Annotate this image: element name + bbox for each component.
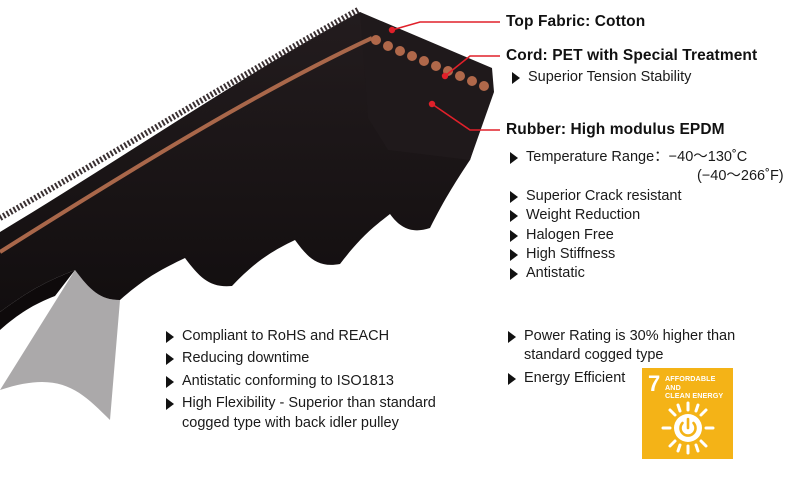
- top-fabric-layer: [0, 7, 360, 221]
- list-item: Antistatic: [510, 264, 784, 283]
- triangle-bullet-icon: [166, 353, 174, 366]
- sdg-label: AFFORDABLE AND CLEAN ENERGY: [665, 374, 724, 401]
- list-item: Energy Efficient: [508, 369, 735, 388]
- triangle-bullet-icon: [510, 249, 518, 262]
- sdg7-badge: 7 AFFORDABLE AND CLEAN ENERGY: [642, 368, 733, 459]
- belt-teeth: [0, 270, 120, 420]
- rubber-feature-list: Temperature Range：−40～130˚C (−40～266˚F) …: [510, 148, 784, 284]
- triangle-bullet-icon: [166, 331, 174, 343]
- sdg-number: 7: [648, 371, 661, 396]
- triangle-bullet-icon: [166, 375, 174, 388]
- triangle-bullet-icon: [510, 229, 518, 242]
- triangle-bullet-icon: [508, 331, 516, 343]
- list-item: High Stiffness: [510, 245, 784, 264]
- cord-feature-list: Superior Tension Stability: [512, 68, 691, 87]
- callout-rubber: Rubber: High modulus EPDM: [506, 121, 725, 138]
- list-item: Halogen Free: [510, 226, 784, 245]
- callout-top-fabric: Top Fabric: Cotton: [506, 13, 646, 30]
- triangle-bullet-icon: [510, 152, 518, 164]
- list-item: Weight Reduction: [510, 206, 784, 225]
- triangle-bullet-icon: [510, 210, 518, 223]
- triangle-bullet-icon: [510, 268, 518, 281]
- triangle-bullet-icon: [510, 190, 518, 203]
- list-item: Superior Crack resistant: [510, 187, 784, 206]
- leader-dots: [388, 26, 449, 108]
- triangle-bullet-icon: [512, 72, 520, 84]
- leader-lines: [391, 21, 500, 131]
- list-item: High Flexibility - Superior than standar…: [166, 394, 436, 433]
- list-item: Compliant to RoHS and REACH: [166, 327, 436, 346]
- cord-layer: [0, 36, 373, 254]
- triangle-bullet-icon: [166, 398, 174, 411]
- list-item: Reducing downtime: [166, 349, 436, 368]
- power-sun-icon: [661, 401, 715, 455]
- list-item: Antistatic conforming to ISO1813: [166, 372, 436, 391]
- general-feature-list: Compliant to RoHS and REACH Reducing dow…: [166, 327, 436, 433]
- temperature-range: Temperature Range：−40～130˚C (−40～266˚F): [526, 149, 784, 185]
- callout-cord: Cord: PET with Special Treatment: [506, 47, 758, 64]
- triangle-bullet-icon: [508, 372, 516, 385]
- list-item: Temperature Range：−40～130˚C (−40～266˚F): [510, 148, 784, 187]
- list-item: Superior Tension Stability: [512, 68, 691, 87]
